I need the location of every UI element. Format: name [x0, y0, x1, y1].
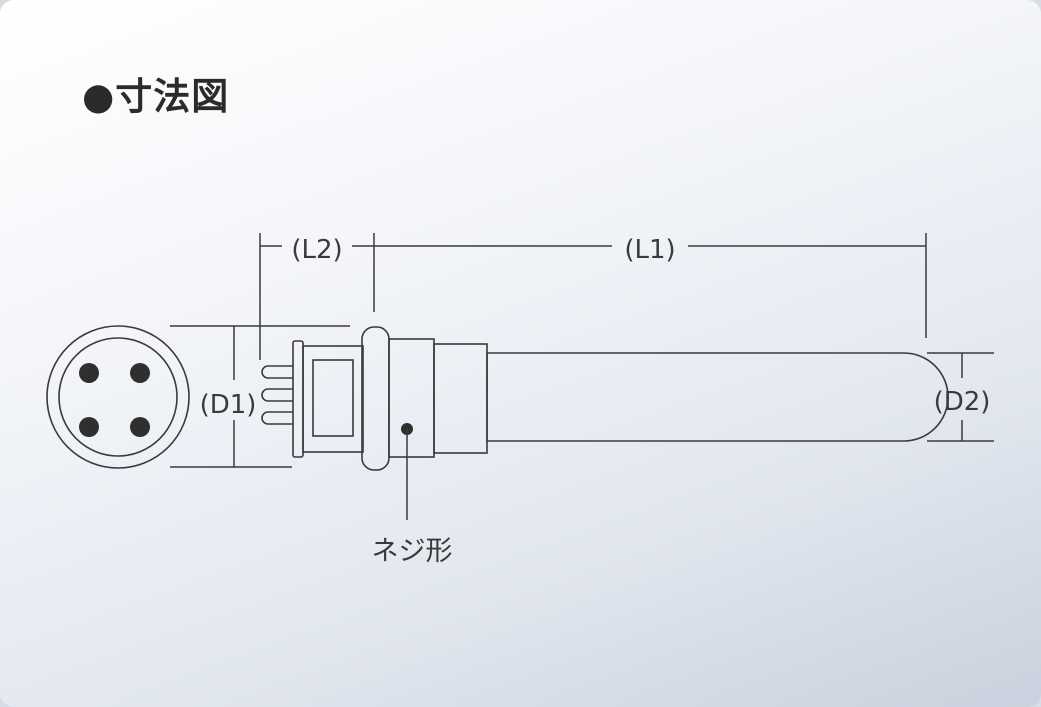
pin	[261, 388, 293, 402]
pin-dot	[130, 417, 150, 437]
lamp-side-view: ネジ形	[261, 326, 949, 567]
glass-tube	[486, 352, 949, 442]
d2-label: (D2)	[934, 387, 991, 417]
l1-label: (L1)	[624, 235, 675, 265]
l2-label: (L2)	[291, 235, 342, 265]
d1-dimension: (D1)	[170, 325, 350, 468]
base-end-view	[46, 325, 190, 469]
section-title: ●寸法図	[82, 75, 230, 118]
d2-dimension: (D2)	[927, 352, 994, 442]
pin-dot	[79, 363, 99, 383]
screw-label: ネジ形	[372, 536, 453, 567]
pin-dot	[130, 363, 150, 383]
pin-dot	[79, 417, 99, 437]
d1-label: (D1)	[200, 390, 257, 420]
pin	[261, 365, 293, 379]
pin	[261, 411, 293, 425]
length-dimensions: (L2) (L1)	[259, 233, 927, 360]
